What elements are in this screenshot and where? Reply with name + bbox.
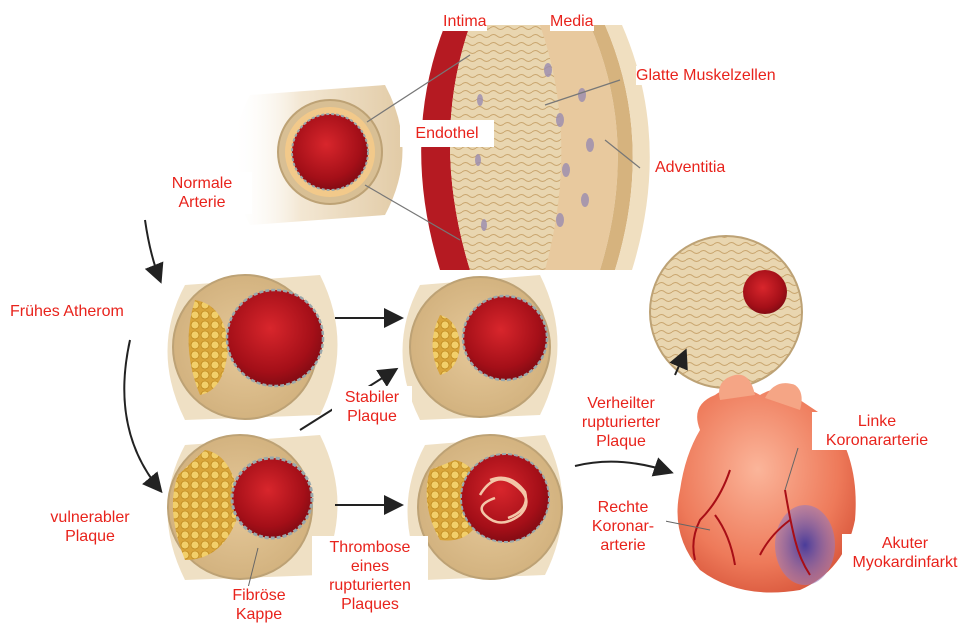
label-endothel: Endothel [400, 120, 494, 147]
artery-wall-zoom [421, 25, 650, 270]
label-adventitia: Adventitia [655, 158, 725, 177]
arrow-normal-to-early [145, 220, 160, 280]
stable-plaque-illustration [403, 275, 558, 420]
healed-plaque-illustration [650, 236, 802, 388]
arrow-early-to-vulnerable [124, 340, 160, 490]
thrombosis-illustration [408, 435, 563, 580]
label-fibroese-kappe: Fibröse Kappe [214, 586, 304, 624]
label-fruehes-atherom: Frühes Atherom [10, 302, 124, 321]
label-thrombose-rupturierten-plaques: Thrombose eines rupturierten Plaques [312, 536, 428, 616]
early-atheroma-illustration [168, 275, 338, 420]
label-normale-arterie: Normale Arterie [152, 172, 252, 214]
label-linke-koronararterie: Linke Koronararterie [812, 412, 942, 450]
label-verheilter-rupturierter-plaque: Verheilter rupturierter Plaque [566, 392, 676, 453]
label-glatte-muskelzellen: Glatte Muskelzellen [636, 66, 776, 85]
arrow-thrombosis-to-heart [575, 462, 670, 472]
heart-illustration [678, 375, 856, 593]
label-akuter-myokardinfarkt: Akuter Myokardinfarkt [842, 534, 968, 572]
label-vulnerabler-plaque: vulnerabler Plaque [40, 508, 140, 546]
label-media: Media [550, 12, 594, 31]
label-intima: Intima [443, 12, 487, 31]
label-stabiler-plaque: Stabiler Plaque [332, 386, 412, 428]
label-rechte-koronararterie: Rechte Koronar- arterie [580, 496, 666, 557]
normal-artery-illustration [233, 85, 403, 225]
